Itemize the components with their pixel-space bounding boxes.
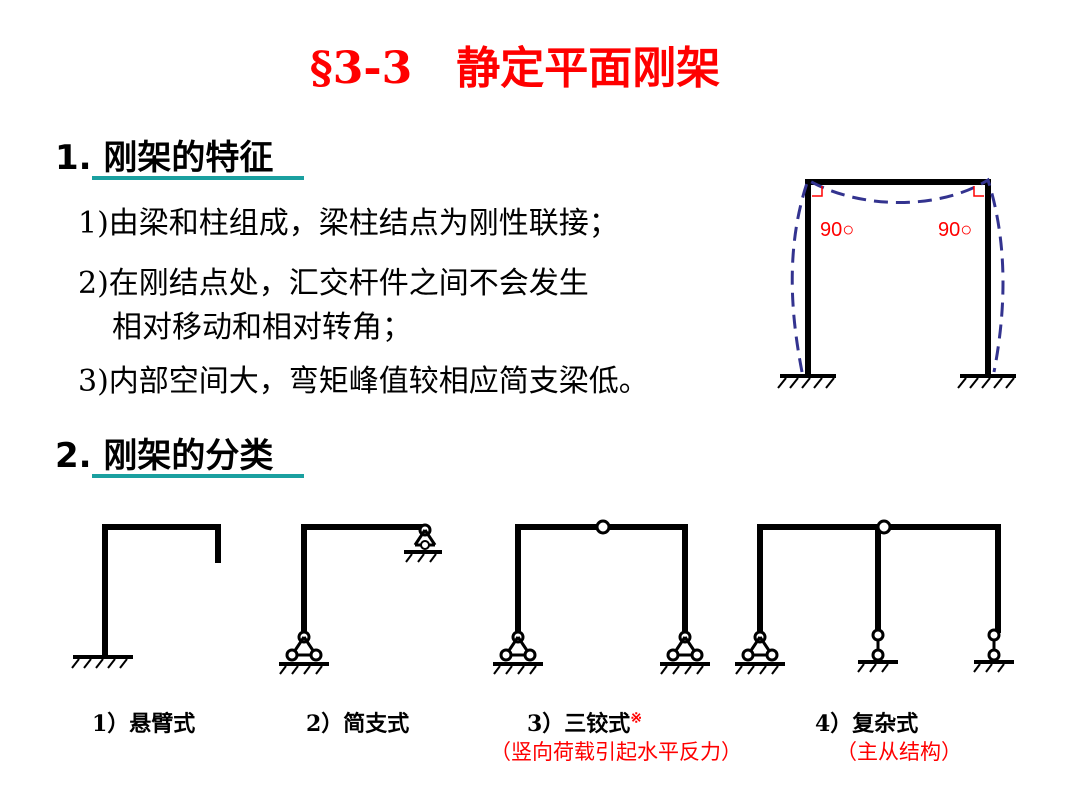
frame-types-diagram (70, 519, 1016, 676)
section1-heading: 1. 刚架的特征 (55, 138, 274, 178)
type-note-three-hinged: （竖向荷载引起水平反力） (490, 740, 742, 764)
section2-heading: 2. 刚架的分类 (55, 436, 274, 476)
type-label-three-hinged-text: 3）三铰式 (527, 711, 631, 737)
section2-underline (92, 474, 304, 478)
page-title: §3-3 静定平面刚架 (309, 43, 721, 94)
reference-mark: ※ (630, 710, 643, 727)
three-hinged-frame (491, 519, 712, 676)
feature-item-2: 2)在刚结点处，汇交杆件之间不会发生 (78, 266, 589, 301)
type-label-complex: 4）复杂式 (815, 711, 919, 737)
right-angle-marks (812, 186, 984, 197)
type-label-cantilever: 1）悬臂式 (92, 711, 196, 737)
deformed-shape (790, 177, 1005, 373)
type-label-simply-supported: 2）简支式 (306, 711, 410, 737)
section1-underline (92, 176, 304, 180)
complex-frame (733, 519, 1016, 676)
cantilever-frame (70, 524, 221, 670)
fixed-supports (777, 374, 1016, 389)
simply-supported-frame (277, 523, 442, 676)
angle-label-left: 90○ (820, 219, 854, 241)
feature-item-3: 3)内部空间大，弯矩峰值较相应简支梁低。 (78, 364, 649, 399)
angle-label-right: 90○ (938, 219, 972, 241)
feature-item-2-cont: 相对移动和相对转角； (112, 310, 412, 345)
type-label-three-hinged: 3）三铰式※ (527, 706, 642, 738)
frame-members (805, 179, 991, 376)
type-note-complex: （主从结构） (836, 740, 962, 764)
rigid-frame-figure: 90○ 90○ (777, 177, 1016, 389)
feature-item-1: 1)由梁和柱组成，梁柱结点为刚性联接； (78, 206, 619, 241)
